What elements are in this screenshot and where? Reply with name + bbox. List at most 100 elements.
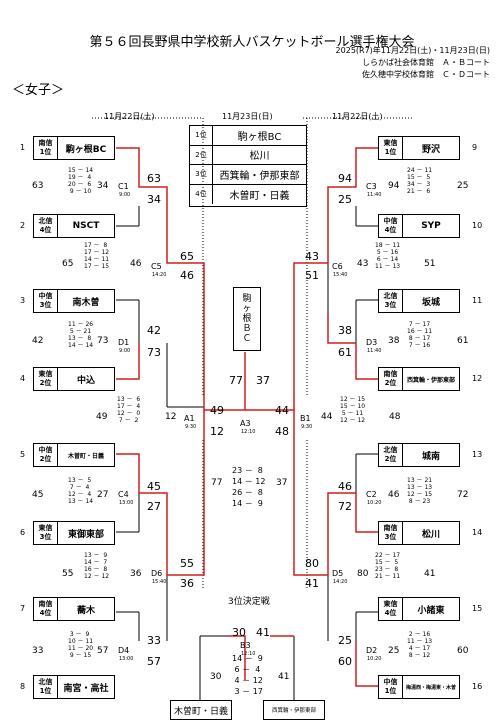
game-total: 27 [97, 490, 109, 500]
day-left: 11月22日(土) [104, 112, 155, 121]
game-total: 12 [165, 412, 177, 422]
quarter-scores: 13 － 6 17 － 4 12 － 0 7 － 2 [117, 396, 141, 424]
game-code: C1 [118, 182, 129, 191]
game-score: 51 [305, 269, 319, 282]
team-name: 中込 [76, 375, 95, 386]
game-score: 49 [210, 404, 224, 417]
game-score: 80 [305, 557, 319, 570]
game-score: 94 [338, 172, 352, 185]
game-total: 46 [388, 490, 400, 500]
game-score: 77 [229, 374, 243, 387]
game-score: 44 [275, 404, 289, 417]
game-total: 60 [457, 646, 469, 656]
seed-region: 中信 [383, 678, 398, 686]
quarter-scores: 2 － 16 11 － 13 4 － 17 8 － 12 [407, 631, 433, 659]
seed-rank: 2位 [384, 379, 397, 387]
bronze-team-right: 西箕輪・伊那東部 [263, 700, 325, 720]
game-code: D3 [366, 338, 378, 347]
champion-char: 根 [242, 314, 252, 324]
seed-rank: 3位 [384, 533, 397, 541]
game-time: 9:00 [119, 348, 131, 354]
team-number: 7 [20, 604, 26, 613]
game-time: 9:30 [185, 424, 197, 430]
game-total: 36 [130, 569, 142, 579]
seed-rank: 3位 [384, 301, 397, 309]
seed-region: 南信 [383, 524, 398, 532]
seed-region: 南信 [383, 370, 398, 378]
rank-team: 木曽町・日義 [229, 190, 290, 202]
seed-region: 東信 [38, 524, 53, 532]
rank: 4位 [190, 184, 213, 204]
team-number: 1 [20, 143, 26, 152]
game-code: C3 [366, 182, 377, 191]
game-total: 65 [62, 259, 74, 269]
team-name: NSCT [72, 221, 100, 231]
game-time: 12:10 [241, 651, 256, 657]
game-score: 43 [305, 250, 319, 263]
game-total: 33 [32, 646, 44, 656]
game-total: 45 [32, 490, 44, 500]
team-number: 4 [20, 374, 26, 383]
game-code: D5 [332, 569, 344, 578]
game-total: 77 [211, 478, 223, 488]
game-score: 65 [180, 250, 194, 263]
game-total: 25 [388, 646, 400, 656]
game-score: 41 [305, 577, 319, 590]
game-total: 30 [210, 672, 222, 682]
game-total: 51 [424, 259, 436, 269]
quarter-scores: 15 － 14 19 － 4 20 － 6 9 － 10 [68, 167, 94, 195]
quarter-scores: 23 － 8 14 － 12 26 － 8 14 － 9 [232, 466, 266, 508]
team-name: 野沢 [421, 144, 440, 155]
game-total: 43 [357, 259, 369, 269]
game-total: 73 [97, 336, 109, 346]
game-total: 44 [321, 412, 333, 422]
team-number: 2 [20, 221, 26, 230]
quarter-scores: 14 － 9 6 － 4 4 － 12 3 － 17 [232, 654, 263, 696]
team-name: 松川 [421, 529, 440, 540]
game-total: 25 [457, 181, 469, 191]
game-time: 12:10 [241, 429, 256, 435]
game-score: 27 [147, 500, 161, 513]
game-score: 63 [147, 172, 161, 185]
team-name: 南木曽 [72, 297, 100, 308]
seed-rank: 4位 [39, 226, 52, 234]
game-score: 55 [180, 557, 194, 570]
game-total: 80 [357, 569, 369, 579]
quarter-scores: 22 － 17 15 － 5 23 － 8 21 － 11 [375, 552, 401, 580]
game-score: 33 [147, 634, 161, 647]
game-score: 48 [275, 425, 289, 438]
game-time: 15:40 [333, 272, 348, 278]
game-time: 9:30 [301, 424, 313, 430]
game-score: 36 [180, 577, 194, 590]
team-name: SYP [421, 221, 441, 231]
quarter-scores: 3 － 9 10 － 11 11 － 20 9 － 15 [68, 631, 94, 659]
game-total: 72 [457, 490, 469, 500]
rank-team: 松川 [249, 151, 270, 163]
venue-2: 佐久穂中学校体育館 Ｃ・Ｄコート [362, 70, 490, 79]
game-time: 14:20 [333, 579, 348, 585]
third-place-label: 3位決定戦 [228, 597, 270, 607]
seed-region: 南信 [38, 139, 53, 147]
final-standings: 1位駒ヶ根BC 2位松川 3位西箕輪・伊那東部 4位木曽町・日義 [189, 125, 307, 207]
game-score: 42 [147, 324, 161, 337]
rank: 2位 [190, 145, 213, 164]
event-dates: 2025(R7)年11月22日(土)・11月23日(日) [335, 46, 490, 55]
game-total: 38 [388, 336, 400, 346]
game-score: 61 [338, 346, 352, 359]
rank-team: 駒ヶ根BC [237, 131, 282, 143]
